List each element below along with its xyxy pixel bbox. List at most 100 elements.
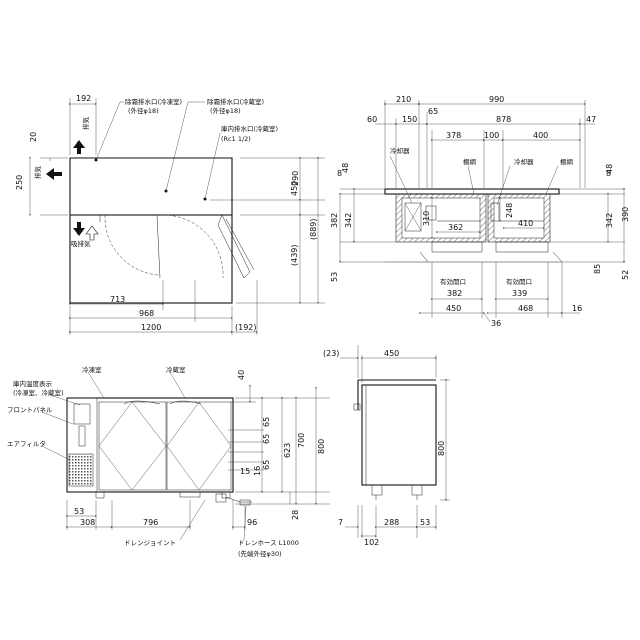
drain-hose-dia: (先端外径φ30) (238, 549, 282, 558)
dim-r342: 342 (605, 213, 614, 228)
fridge-room-label: 冷蔵室 (166, 365, 186, 374)
dim-150: 150 (402, 115, 417, 124)
drain-fridge-dia: (外径φ18) (210, 106, 241, 115)
dim-439: (439) (290, 244, 299, 266)
opening-left-label: 有効開口 (440, 277, 466, 286)
dim-r85: 85 (593, 264, 602, 274)
dim-47: 47 (586, 115, 596, 124)
dim-16: 16 (253, 466, 262, 476)
temp-display-label-1: 庫内温度表示 (13, 379, 53, 388)
front-view-text: 冷凍室 冷蔵室 庫内温度表示 (冷凍室、冷蔵室) フロントパネル エアフィルタ … (7, 365, 326, 558)
dim-623: 623 (283, 443, 292, 458)
dim-450: 450 (446, 304, 461, 313)
dim-700: 700 (297, 433, 306, 448)
drain-freezer-dia: (外径φ18) (128, 106, 159, 115)
exhaust-top-label: 排気 (81, 117, 90, 131)
dim-96: 96 (247, 518, 257, 527)
dim-65: 65 (428, 107, 438, 116)
cooler-right-label: 冷却器 (514, 157, 534, 166)
drain-hose-label: ドレンホース L1000 (238, 539, 299, 547)
dim-410: 410 (518, 219, 533, 228)
dim-23: (23) (323, 349, 339, 358)
dim-28: 28 (291, 510, 300, 520)
inner-drain-label: 庫内排水口(冷蔵室) (221, 124, 278, 133)
dim-468: 468 (518, 304, 533, 313)
dim-290: 290 (291, 171, 300, 186)
temp-display-label-2: (冷凍室、冷蔵室) (13, 388, 64, 397)
dim-7: 7 (338, 518, 343, 527)
dim-side-800: 800 (437, 441, 446, 456)
intake-down-arrow (73, 222, 85, 236)
dim-side-53: 53 (420, 518, 430, 527)
dim-248: 248 (505, 203, 514, 218)
section-view-text: 210 990 60 150 65 878 47 378 100 400 8 4… (330, 95, 630, 328)
dim-side-450: 450 (384, 349, 399, 358)
intake-label: 吸排気 (71, 239, 91, 248)
dim-310: 310 (422, 211, 431, 226)
intake-up-arrow (85, 225, 99, 241)
section-view (339, 100, 625, 323)
front-panel-label: フロントパネル (7, 406, 53, 414)
dim-65a: 65 (262, 417, 271, 427)
cooler-left-label: 冷却器 (390, 146, 410, 155)
side-view (340, 345, 450, 538)
dim-713: 713 (110, 295, 125, 304)
dim-20: 20 (29, 132, 38, 142)
dim-16: 16 (572, 304, 582, 313)
dim-60: 60 (367, 115, 377, 124)
dim-r8: 8 (606, 169, 611, 178)
dim-796: 796 (143, 518, 158, 527)
dim-l342: 342 (344, 213, 353, 228)
dim-968: 968 (139, 309, 154, 318)
drain-joint-label: ドレンジョイント (124, 539, 176, 547)
dim-889: (889) (309, 218, 318, 240)
dim-400: 400 (533, 131, 548, 140)
shelf-right-label: 棚網 (560, 157, 574, 166)
opening-right-label: 有効開口 (506, 277, 532, 286)
dim-l382: 382 (330, 213, 339, 228)
dim-53: 53 (74, 507, 84, 516)
dim-l53: 53 (330, 272, 339, 282)
dim-192b: (192) (235, 323, 257, 332)
inner-drain-rc: (Rc1 1/2) (221, 135, 251, 143)
top-view-text: 192 20 250 290 450 (889) (439) 713 968 1… (15, 94, 318, 332)
dim-65b: 65 (262, 434, 271, 444)
dim-990: 990 (489, 95, 504, 104)
dim-878: 878 (496, 115, 511, 124)
dim-288: 288 (384, 518, 399, 527)
dim-r48: 48 (605, 164, 614, 174)
dim-308: 308 (80, 518, 95, 527)
top-view (29, 98, 325, 335)
dim-102: 102 (364, 538, 379, 547)
side-view-text: (23) 450 800 7 288 53 102 (323, 349, 446, 547)
dim-339: 339 (512, 289, 527, 298)
exhaust-up-arrow (73, 140, 85, 154)
dim-1200: 1200 (141, 323, 161, 332)
drain-freezer-label: 除霜排水口(冷凍室) (125, 97, 182, 106)
front-view (41, 371, 330, 541)
dim-450: 450 (290, 181, 299, 196)
dim-382: 382 (447, 289, 462, 298)
air-filter-label: エアフィルタ (7, 439, 46, 448)
dim-250: 250 (15, 175, 24, 190)
dim-378: 378 (446, 131, 461, 140)
dim-r390: 390 (621, 207, 630, 222)
dim-800: 800 (317, 439, 326, 454)
dim-65c: 65 (262, 460, 271, 470)
shelf-left-label: 棚網 (463, 157, 477, 166)
dim-40: 40 (237, 370, 246, 380)
exhaust-side-label: 排気 (33, 166, 42, 180)
freezer-room-label: 冷凍室 (82, 365, 102, 374)
dim-192: 192 (76, 94, 91, 103)
drain-fridge-label: 除霜排水口(冷蔵室) (207, 97, 264, 106)
dim-36: 36 (491, 319, 501, 328)
exhaust-left-arrow (46, 168, 62, 180)
dim-r52: 52 (621, 270, 630, 280)
dim-210: 210 (396, 95, 411, 104)
dim-15: 15 (240, 467, 250, 476)
dim-l8: 8 (337, 169, 342, 178)
dim-362: 362 (448, 223, 463, 232)
dim-l48: 48 (341, 163, 350, 173)
dim-100: 100 (484, 131, 499, 140)
